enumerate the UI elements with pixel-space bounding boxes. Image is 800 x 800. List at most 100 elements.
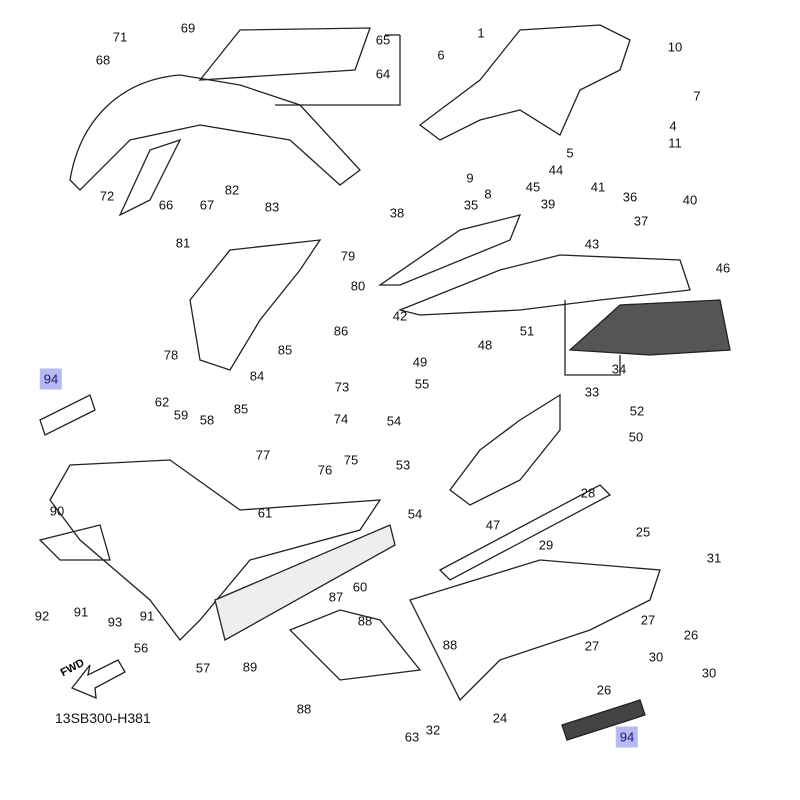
callout[interactable]: 27	[640, 612, 656, 628]
under-panel-left	[214, 524, 396, 641]
callout[interactable]: 51	[519, 323, 535, 339]
callout[interactable]: 73	[334, 379, 350, 395]
callout[interactable]: 59	[173, 407, 189, 423]
bracket	[38, 524, 111, 561]
callout[interactable]: 5	[566, 145, 574, 161]
callout[interactable]: 8	[484, 186, 492, 202]
graphic	[568, 299, 731, 356]
callout[interactable]: 82	[224, 182, 240, 198]
callout[interactable]: 28	[580, 485, 596, 501]
callout[interactable]: 50	[628, 429, 644, 445]
callout[interactable]: 24	[492, 710, 508, 726]
callout[interactable]: 7	[693, 88, 701, 104]
callout[interactable]: 39	[540, 196, 556, 212]
callout[interactable]: 38	[389, 205, 405, 221]
callout[interactable]: 89	[242, 659, 258, 675]
callout[interactable]: 44	[548, 162, 564, 178]
callout[interactable]: 55	[414, 376, 430, 392]
under-cowling	[409, 559, 661, 702]
callout[interactable]: 9	[466, 170, 474, 186]
callout[interactable]: 58	[199, 412, 215, 428]
callout[interactable]: 40	[682, 192, 698, 208]
callout[interactable]: 32	[425, 722, 441, 738]
callout[interactable]: 29	[538, 537, 554, 553]
callout[interactable]: 26	[683, 627, 699, 643]
callout[interactable]: 60	[352, 579, 368, 595]
callout[interactable]: 25	[635, 524, 651, 540]
callout[interactable]: 76	[317, 462, 333, 478]
callout[interactable]: 45	[525, 179, 541, 195]
callout[interactable]: 88	[296, 701, 312, 717]
callout[interactable]: 41	[590, 179, 606, 195]
callout[interactable]: 6	[437, 47, 445, 63]
callout[interactable]: 88	[442, 637, 458, 653]
callout[interactable]: 36	[622, 189, 638, 205]
callout[interactable]: 85	[277, 342, 293, 358]
callout[interactable]: 61	[257, 505, 273, 521]
callout[interactable]: 68	[95, 52, 111, 68]
callout[interactable]: 46	[715, 260, 731, 276]
callout[interactable]: 47	[485, 517, 501, 533]
callout[interactable]: 91	[73, 604, 89, 620]
highlighted-callout[interactable]: 94	[39, 368, 63, 390]
callout[interactable]: 54	[386, 413, 402, 429]
callout[interactable]: 92	[34, 608, 50, 624]
callout[interactable]: 62	[154, 394, 170, 410]
callout[interactable]: 4	[669, 118, 677, 134]
callout[interactable]: 30	[648, 649, 664, 665]
callout[interactable]: 84	[249, 368, 265, 384]
callout[interactable]: 86	[333, 323, 349, 339]
callout[interactable]: 79	[340, 248, 356, 264]
callout[interactable]: 87	[328, 589, 344, 605]
callout[interactable]: 66	[158, 197, 174, 213]
callout[interactable]: 74	[333, 411, 349, 427]
upper-cowling	[69, 74, 361, 191]
callout[interactable]: 10	[667, 39, 683, 55]
decal-94	[39, 394, 96, 436]
callout[interactable]: 11	[668, 135, 682, 151]
strip	[438, 484, 612, 581]
callout[interactable]: 85	[233, 401, 249, 417]
callout[interactable]: 49	[412, 354, 428, 370]
highlighted-callout[interactable]: 94	[615, 726, 639, 748]
callout[interactable]: 93	[107, 614, 123, 630]
callout[interactable]: 53	[395, 457, 411, 473]
callout[interactable]: 71	[112, 29, 128, 45]
callout[interactable]: 37	[633, 213, 649, 229]
duct-lower	[449, 393, 561, 506]
inner-panel	[189, 239, 322, 371]
callout[interactable]: 31	[706, 550, 722, 566]
callout[interactable]: 56	[133, 640, 149, 656]
side-cover-right	[418, 24, 631, 141]
inner-cover	[288, 609, 422, 681]
callout[interactable]: 75	[343, 452, 359, 468]
callout[interactable]: 88	[357, 613, 373, 629]
callout[interactable]: 65	[375, 32, 391, 48]
callout[interactable]: 27	[584, 638, 600, 654]
callout[interactable]: 67	[199, 197, 215, 213]
callout[interactable]: 81	[175, 235, 191, 251]
callout[interactable]: 80	[350, 278, 366, 294]
callout[interactable]: 48	[477, 337, 493, 353]
callout[interactable]: 54	[407, 506, 423, 522]
callout[interactable]: 43	[584, 236, 600, 252]
callout[interactable]: 30	[701, 665, 717, 681]
callout[interactable]: 57	[195, 660, 211, 676]
callout[interactable]: 91	[139, 608, 155, 624]
callout[interactable]: 33	[584, 384, 600, 400]
callout[interactable]: 1	[477, 25, 485, 41]
callout[interactable]: 52	[629, 403, 645, 419]
callout[interactable]: 78	[163, 347, 179, 363]
callout[interactable]: 83	[264, 199, 280, 215]
callout[interactable]: 72	[99, 188, 115, 204]
callout[interactable]: 77	[255, 447, 271, 463]
callout[interactable]: 69	[180, 20, 196, 36]
callout[interactable]: 42	[392, 308, 408, 324]
callout[interactable]: 35	[463, 197, 479, 213]
callout[interactable]: 90	[49, 503, 65, 519]
callout[interactable]: 63	[404, 729, 420, 745]
callout[interactable]: 34	[611, 361, 627, 377]
callout[interactable]: 64	[375, 66, 391, 82]
callout[interactable]: 26	[596, 682, 612, 698]
